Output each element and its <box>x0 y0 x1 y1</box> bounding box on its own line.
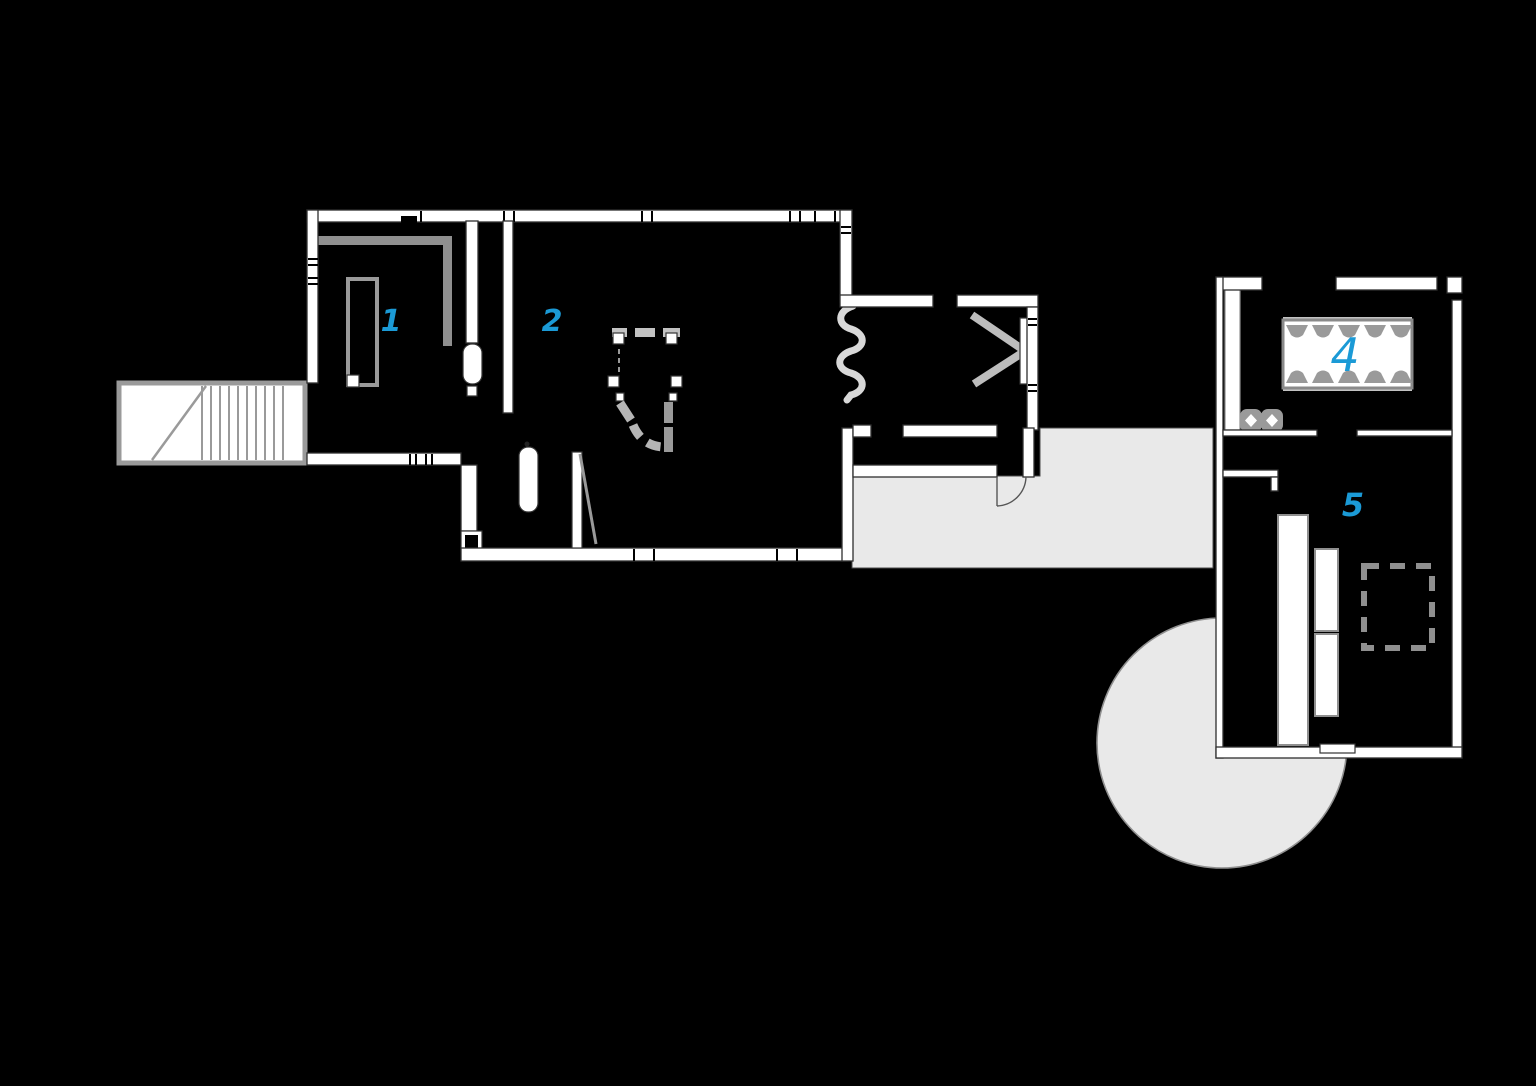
newel-post <box>670 375 683 388</box>
room1-partition-wall <box>465 220 479 344</box>
door-jamb <box>571 451 583 549</box>
cabinet <box>1314 548 1339 632</box>
annex-corner-pier <box>1446 276 1463 294</box>
room-1-furniture <box>315 236 452 388</box>
room-label-1: 1 <box>381 304 402 339</box>
annex <box>1215 276 1463 759</box>
wall-joint <box>466 385 478 397</box>
radiator-coil <box>836 302 866 404</box>
newel-post <box>665 332 678 345</box>
south-west-wall <box>306 452 462 466</box>
room5-wall-stub <box>1222 469 1279 478</box>
patio-door-threshold <box>1319 743 1356 754</box>
french-doors <box>969 311 1030 388</box>
door-leaf <box>969 311 1025 353</box>
terrace-side-wall <box>841 427 854 562</box>
vestibule-wall <box>902 424 998 438</box>
radiator-valve <box>524 441 530 447</box>
winder-staircase <box>607 328 683 452</box>
dining-table <box>1281 317 1414 391</box>
exterior-stairs <box>116 380 308 466</box>
room-5-furniture <box>1277 514 1435 746</box>
skylight-dashed-outline <box>1361 563 1435 651</box>
newel-post <box>615 392 625 402</box>
annex-west-wall <box>1215 276 1224 759</box>
stair-rail <box>664 427 673 452</box>
newel-post <box>607 375 620 388</box>
stair-flight-segment <box>616 400 635 423</box>
garden-room-north-wall <box>839 294 934 308</box>
stair-treads <box>201 386 284 460</box>
door-leaf <box>971 349 1025 388</box>
stair-outline <box>116 380 308 466</box>
terrace <box>851 427 1214 569</box>
radiator <box>518 446 539 513</box>
cooktop <box>1240 409 1283 432</box>
burner <box>1266 414 1278 427</box>
partition-wall <box>502 220 514 414</box>
door-swing-arc <box>996 476 1027 507</box>
terrace-door <box>996 476 1027 507</box>
annex-east-wall <box>1451 299 1463 759</box>
vestibule-wall <box>852 424 872 438</box>
garden-room-north-wall <box>956 294 1039 308</box>
kitchen-counter <box>1224 288 1241 431</box>
east-upper-wall <box>839 209 853 303</box>
sideboard <box>1277 514 1309 746</box>
wc-partition-wall <box>460 464 478 532</box>
annex-interior-wall <box>1356 429 1453 437</box>
newel-post <box>668 392 678 402</box>
room-label-2: 2 <box>542 304 563 339</box>
room-label-4: 4 <box>1330 328 1359 382</box>
room-label-5: 5 <box>1342 486 1364 524</box>
room5-wall-stub <box>1270 476 1279 492</box>
stair-rail <box>664 402 673 423</box>
newel-post <box>612 332 625 345</box>
annex-north-window-wall <box>1335 276 1438 291</box>
west-wall <box>306 209 319 384</box>
room-labels: 1 2 4 5 <box>381 304 1365 524</box>
radiator <box>462 343 483 385</box>
terrace-surface <box>851 427 1214 569</box>
north-wall <box>306 209 853 223</box>
vestibule-pier <box>1022 427 1035 478</box>
wardrobe <box>346 277 379 387</box>
annex-interior-wall <box>1222 429 1318 437</box>
annex-walls <box>1215 276 1463 759</box>
main-house-walls <box>306 209 1039 562</box>
stair-direction-line <box>150 385 208 461</box>
wardrobe-base-box <box>346 374 360 388</box>
door-leaf <box>578 453 598 545</box>
closet-run-side <box>443 245 452 346</box>
burner <box>1245 414 1257 427</box>
wc-fixtures <box>518 441 598 549</box>
cabinet <box>1314 633 1339 717</box>
vestibule-wall-south <box>852 464 998 478</box>
stair-curved-flight <box>628 423 664 452</box>
closet-run-top <box>315 236 452 245</box>
